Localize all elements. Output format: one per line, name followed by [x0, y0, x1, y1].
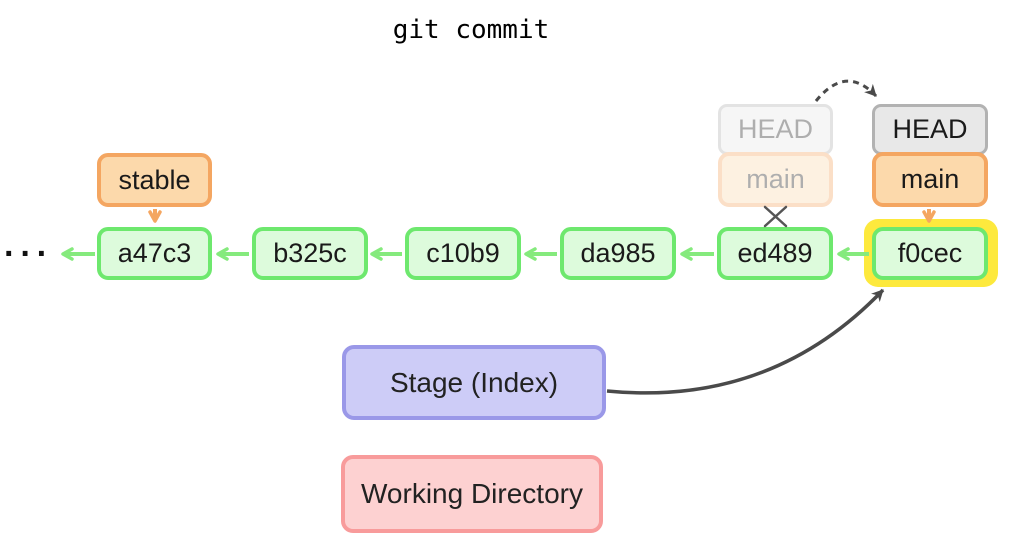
old-main-label: main	[718, 152, 833, 207]
old-head-label: HEAD	[718, 104, 833, 155]
commit-node-da985: da985	[560, 227, 676, 280]
commit-node-c10b9: c10b9	[405, 227, 521, 280]
stage-to-new-commit-arrow	[606, 288, 885, 395]
old-main-crossout-x-icon	[763, 205, 788, 228]
commit-node-a47c3: a47c3	[97, 227, 212, 280]
head-move-dashed-arrow	[814, 79, 878, 102]
head-label: HEAD	[872, 104, 988, 155]
main-branch-label: main	[872, 152, 988, 207]
commit-node-ed489: ed489	[717, 227, 833, 280]
working-directory-box: Working Directory	[341, 455, 603, 533]
commit-node-f0cec: f0cec	[872, 227, 988, 280]
stage-index-box: Stage (Index)	[342, 345, 606, 420]
tag-stable: stable	[97, 153, 212, 207]
diagram-title: git commit	[392, 15, 550, 45]
commit-node-b325c: b325c	[252, 227, 368, 280]
history-ellipsis: ···	[4, 235, 53, 273]
